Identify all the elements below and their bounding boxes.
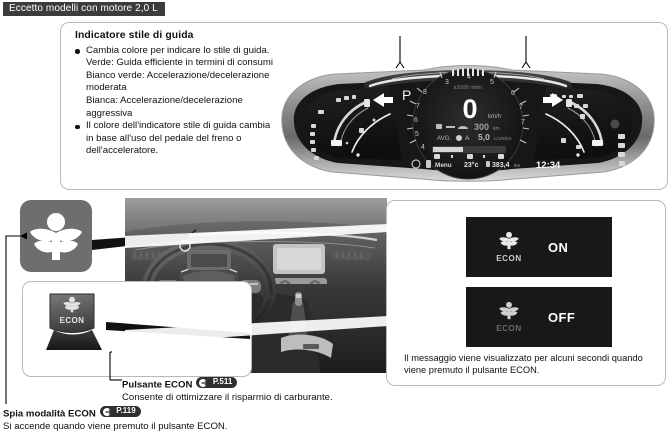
callout-b1-line-6: aggressiva xyxy=(86,107,133,119)
svg-text:300: 300 xyxy=(474,122,489,132)
econ-message-off: ECON OFF xyxy=(466,287,612,347)
econ-indicator-tile xyxy=(20,200,92,272)
svg-text:6: 6 xyxy=(511,90,515,97)
svg-text:L/100km: L/100km xyxy=(494,136,512,141)
caption-line-1: Il messaggio viene visualizzato per alcu… xyxy=(404,353,643,363)
svg-text:km: km xyxy=(493,126,500,132)
svg-text:23°c: 23°c xyxy=(464,161,479,169)
driving-style-callout: Indicatore stile di guida Cambia colore … xyxy=(75,30,310,158)
svg-text:12:34: 12:34 xyxy=(536,160,561,171)
econ-icon-label-on: ECON xyxy=(496,254,522,263)
svg-text:7: 7 xyxy=(519,104,523,111)
callout-b1-line-4: moderata xyxy=(86,82,127,94)
callout-b2-line-1: Il colore dell'indicatore stile di guida… xyxy=(86,120,271,132)
callout-title: Indicatore stile di guida xyxy=(75,30,194,41)
svg-text:383,4: 383,4 xyxy=(492,162,510,169)
callout-b2-line-2: in base all'uso del pedale del freno o xyxy=(86,132,242,144)
svg-text:5: 5 xyxy=(490,79,494,86)
callout-b1-line-2: Verde: Guida efficiente in termini di co… xyxy=(86,57,273,69)
callout-b1-line-3: Bianco verde: Accelerazione/decelerazion… xyxy=(86,69,270,81)
spia-heading-row: Spia modalità ECON P.119 xyxy=(3,406,333,421)
svg-text:8: 8 xyxy=(423,89,427,96)
svg-text:P: P xyxy=(402,87,411,103)
econ-state-on: ON xyxy=(548,239,569,255)
caption-line-2: viene premuto il pulsante ECON. xyxy=(404,365,540,376)
svg-text:5: 5 xyxy=(415,131,419,138)
pulsante-ref-text: P.511 xyxy=(212,377,233,387)
instrument-cluster-illustration: 8 7 6 5 4 3 4 5 6 7 7 x xyxy=(274,48,662,183)
svg-text:5,0: 5,0 xyxy=(478,132,490,142)
label-spia-econ: Spia modalità ECON P.119 Si accende quand… xyxy=(3,406,333,434)
callout-bullet-2: Il colore dell'indicatore stile di guida… xyxy=(75,120,310,158)
econ-icon-label-off: ECON xyxy=(496,324,522,333)
svg-text:Menu: Menu xyxy=(435,162,452,169)
pulsante-heading: Pulsante ECON xyxy=(122,379,193,391)
spia-body: Si accende quando viene premuto il pulsa… xyxy=(3,421,228,432)
econ-leaf-icon-on: ECON xyxy=(482,231,536,263)
arrow-right-icon xyxy=(102,407,114,416)
svg-text:0: 0 xyxy=(462,94,477,124)
svg-text:4: 4 xyxy=(421,144,425,151)
pulsante-heading-row: Pulsante ECON P.511 xyxy=(122,377,422,392)
svg-text:3: 3 xyxy=(445,79,449,86)
svg-text:A: A xyxy=(465,135,470,142)
econ-leaf-icon-off: ECON xyxy=(482,301,536,333)
svg-text:AVG.: AVG. xyxy=(437,135,452,142)
pulsante-body: Consente di ottimizzare il risparmio di … xyxy=(122,392,333,403)
callout-bullet-1: Cambia colore per indicare lo stile di g… xyxy=(75,45,310,121)
page-ref-119[interactable]: P.119 xyxy=(99,406,141,417)
spia-heading: Spia modalità ECON xyxy=(3,408,96,420)
callout-b1-line-1: Cambia colore per indicare lo stile di g… xyxy=(86,44,270,56)
econ-physical-button[interactable]: ECON xyxy=(40,292,106,354)
svg-text:km: km xyxy=(514,163,520,169)
section-header-badge: Eccetto modelli con motore 2,0 L xyxy=(3,2,165,16)
svg-text:ECON: ECON xyxy=(60,316,85,325)
svg-text:4: 4 xyxy=(467,74,471,81)
label-pulsante-econ: Pulsante ECON P.511 Consente di ottimizza… xyxy=(122,377,422,405)
econ-message-on: ECON ON xyxy=(466,217,612,277)
callout-b1-line-5: Bianca: Accelerazione/decelerazione xyxy=(86,94,243,106)
svg-text:7: 7 xyxy=(416,103,420,110)
arrow-right-icon xyxy=(199,378,210,387)
econ-leaf-icon xyxy=(30,213,82,260)
svg-text:6: 6 xyxy=(414,117,418,124)
page-ref-511[interactable]: P.511 xyxy=(196,377,238,388)
callout-b2-line-3: dell'acceleratore. xyxy=(86,145,159,157)
svg-text:7: 7 xyxy=(521,119,525,126)
econ-state-off: OFF xyxy=(548,309,576,325)
econ-message-caption: Il messaggio viene visualizzato per alcu… xyxy=(404,352,656,377)
svg-text:km/h: km/h xyxy=(488,114,501,120)
svg-text:x1000 r/min: x1000 r/min xyxy=(454,85,483,91)
spia-ref-text: P.119 xyxy=(116,406,136,416)
